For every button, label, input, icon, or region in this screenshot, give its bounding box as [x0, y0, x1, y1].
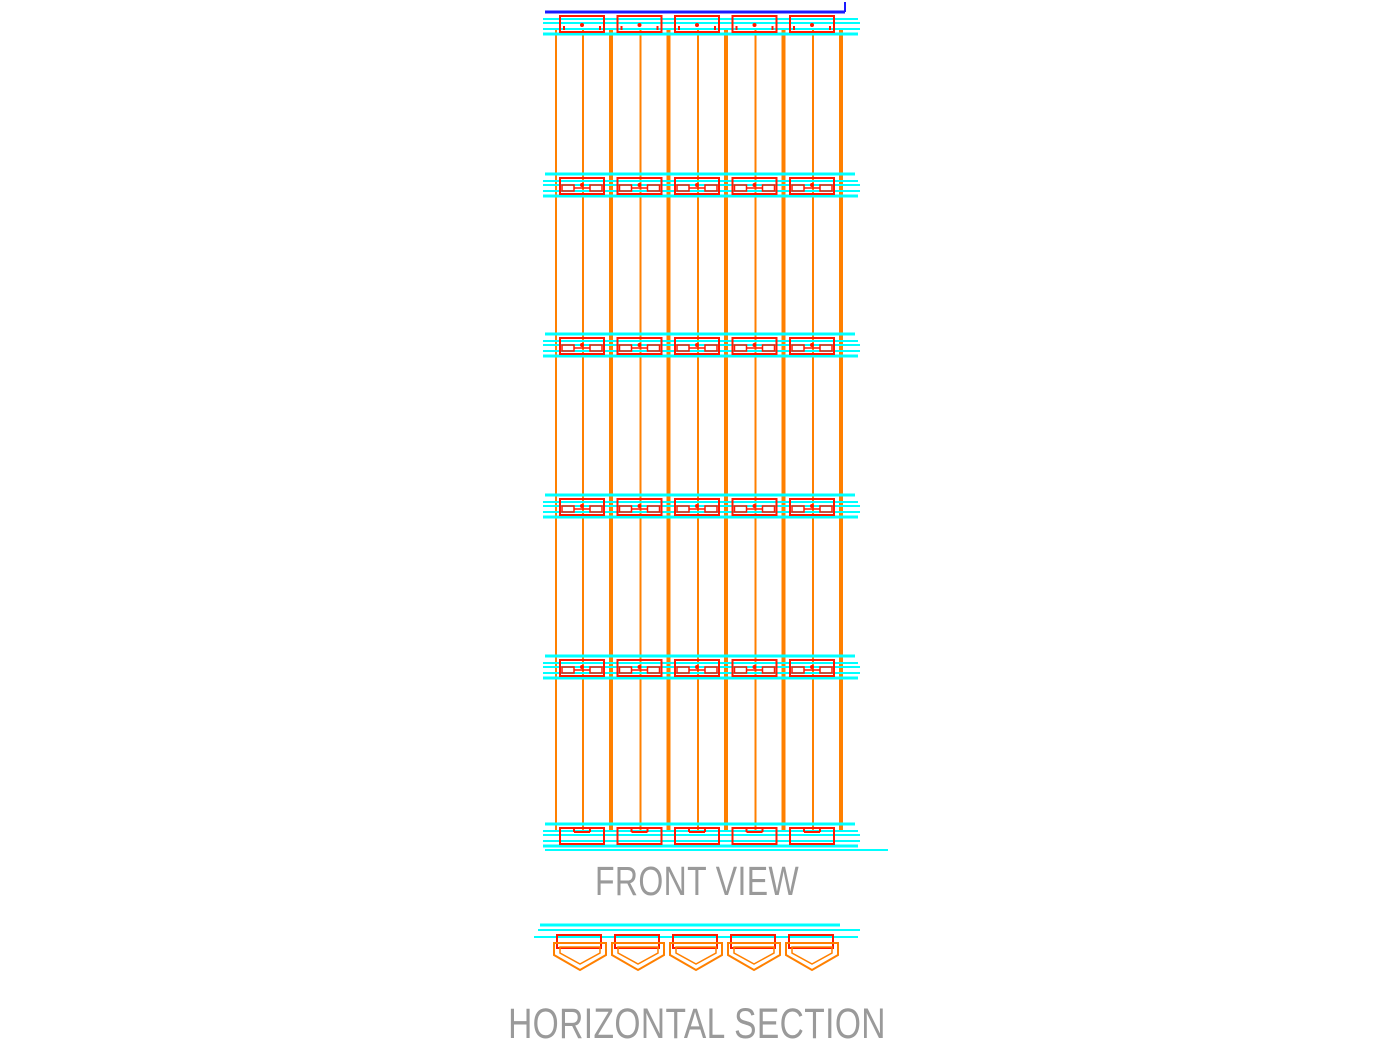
section-bracket	[730, 934, 776, 949]
bracket-pin	[637, 504, 642, 508]
section-module	[727, 934, 781, 972]
bracket-pin	[695, 343, 699, 347]
section-module	[785, 934, 839, 972]
module-bracket	[731, 659, 778, 677]
section-housing	[611, 942, 665, 972]
bracket-pin	[580, 665, 584, 669]
section-housing	[727, 942, 781, 972]
rail-tier	[543, 172, 860, 198]
bracket-pin	[752, 504, 757, 508]
bracket-pin	[580, 504, 584, 508]
bracket-pin	[752, 665, 757, 669]
module-bracket	[674, 827, 720, 845]
bracket-pin	[637, 183, 642, 187]
bracket-pin	[810, 665, 814, 669]
bracket-pin	[752, 23, 757, 27]
section-bracket	[672, 934, 718, 949]
module-bracket	[616, 15, 663, 33]
section-housing-inner	[559, 946, 601, 965]
rail-tiers	[543, 2, 888, 851]
module-bracket	[559, 337, 605, 355]
vertical-posts	[555, 30, 843, 832]
section-housing-inner	[617, 946, 659, 965]
bracket-pin	[695, 183, 699, 187]
horizontal-section-drawing	[534, 923, 860, 972]
horizontal-section-label: HORIZONTAL SECTION	[508, 1000, 886, 1048]
section-bracket	[788, 934, 834, 949]
module-bracket	[674, 659, 720, 677]
bracket-pin	[695, 504, 699, 508]
module-bracket	[674, 15, 720, 33]
module-bracket	[616, 498, 663, 516]
bracket-pin	[810, 183, 814, 187]
bracket-pin	[637, 665, 642, 669]
module-bracket	[559, 15, 605, 33]
section-module	[611, 934, 665, 972]
bracket-pin	[580, 343, 584, 347]
rail-tier	[543, 654, 860, 680]
rail-tier	[543, 332, 860, 358]
rail-tier	[543, 493, 860, 519]
module-bracket	[789, 498, 835, 516]
section-housing-inner	[733, 946, 775, 965]
module-bracket	[731, 498, 778, 516]
module-bracket	[559, 659, 605, 677]
module-bracket	[616, 337, 663, 355]
bracket-pin	[810, 343, 814, 347]
module-bracket	[616, 827, 663, 845]
bracket-pin	[695, 23, 699, 27]
module-bracket	[731, 177, 778, 195]
module-bracket	[559, 827, 605, 845]
bracket-pin	[752, 183, 757, 187]
section-housing-inner	[675, 946, 717, 965]
section-housing	[785, 942, 839, 972]
section-module	[669, 934, 723, 972]
bracket-pin	[580, 23, 584, 27]
rail-tier	[543, 2, 860, 36]
section-housing-inner	[791, 946, 833, 965]
module-bracket	[789, 337, 835, 355]
module-bracket	[731, 15, 778, 33]
bracket-pin	[810, 23, 814, 27]
module-bracket	[731, 827, 778, 845]
module-bracket	[674, 498, 720, 516]
bracket-pin	[695, 665, 699, 669]
bracket-pin	[637, 343, 642, 347]
section-housing	[669, 942, 723, 972]
module-bracket	[559, 498, 605, 516]
module-bracket	[789, 15, 835, 33]
section-bracket	[614, 934, 660, 949]
module-bracket	[674, 337, 720, 355]
module-bracket	[559, 177, 605, 195]
module-bracket	[731, 337, 778, 355]
section-module	[553, 934, 607, 972]
bracket-pin	[752, 343, 757, 347]
module-bracket	[789, 177, 835, 195]
bracket-pin	[580, 183, 584, 187]
section-bracket	[556, 934, 602, 949]
front-view-label: FRONT VIEW	[594, 858, 800, 904]
module-bracket	[789, 827, 835, 845]
module-bracket	[616, 177, 663, 195]
module-bracket	[616, 659, 663, 677]
module-bracket	[789, 659, 835, 677]
section-housing	[553, 942, 607, 972]
rail-tier	[543, 822, 888, 851]
bracket-pin	[637, 23, 642, 27]
bracket-pin	[810, 504, 814, 508]
module-bracket	[674, 177, 720, 195]
